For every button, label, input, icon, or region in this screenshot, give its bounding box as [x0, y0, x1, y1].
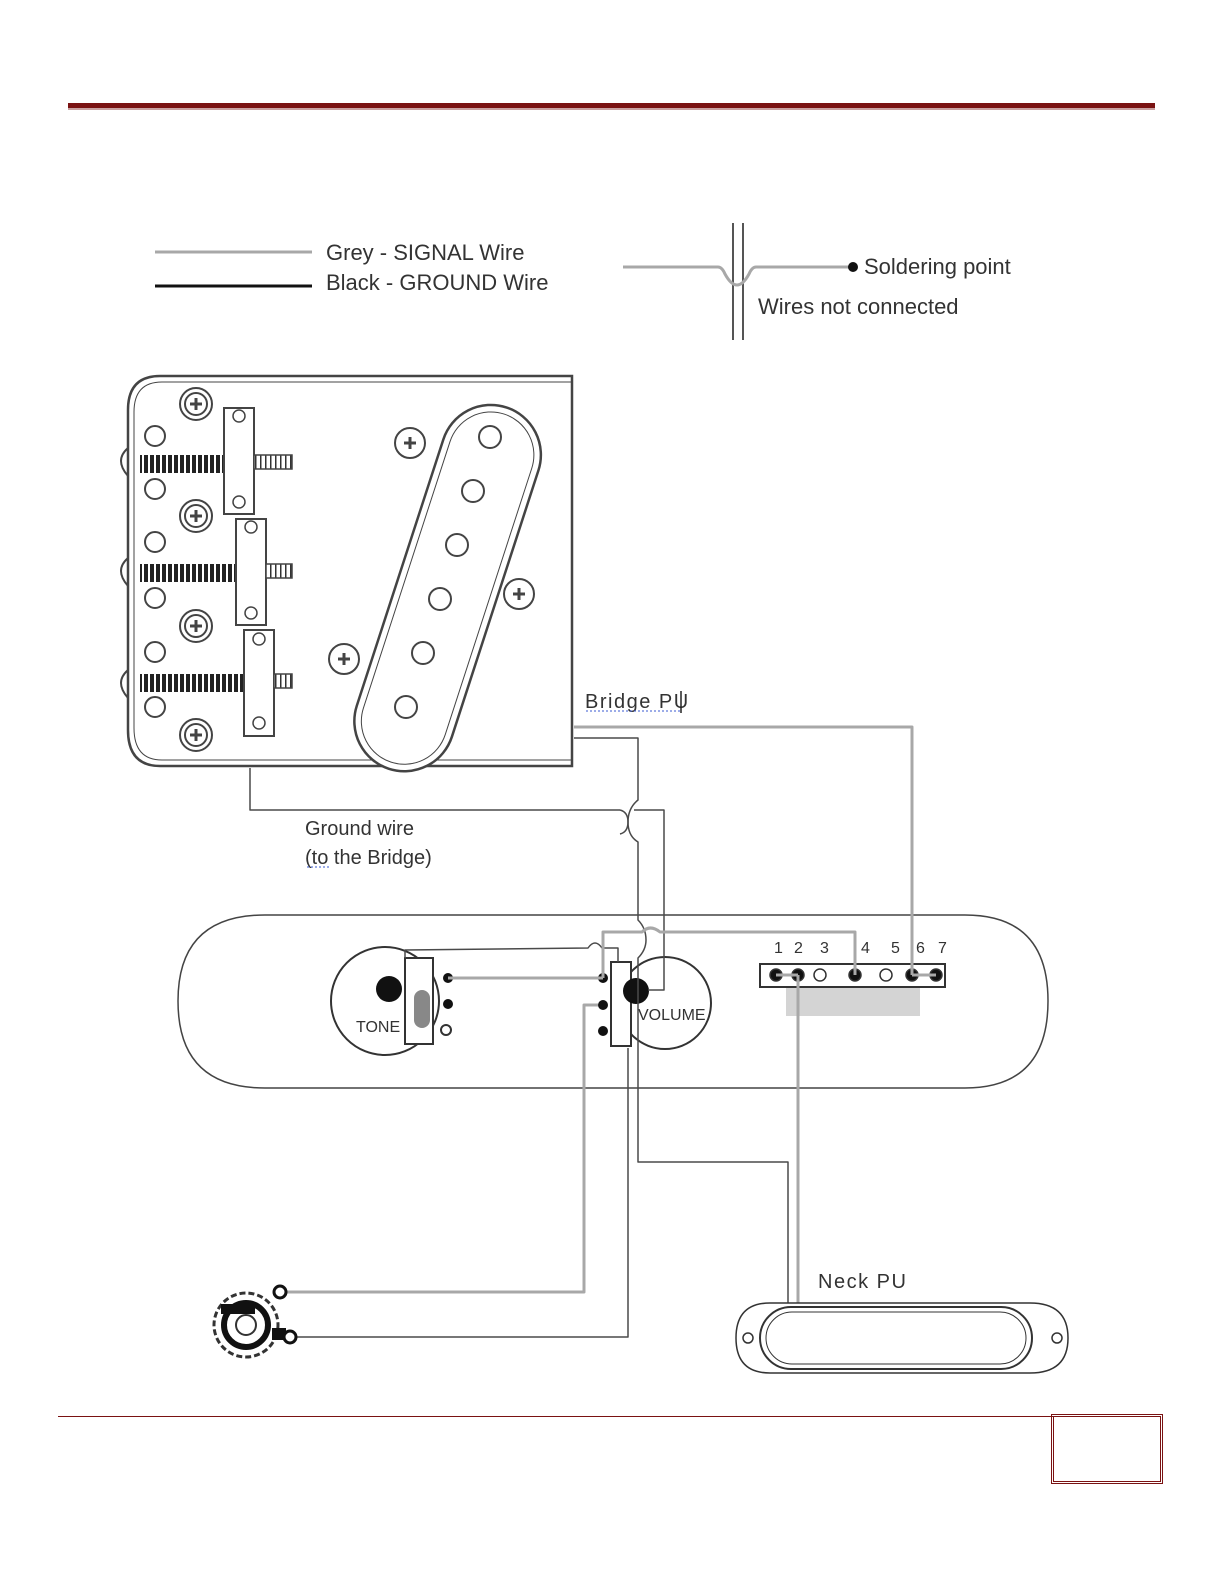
legend: Grey - SIGNAL Wire Black - GROUND Wire S…	[155, 223, 1011, 340]
ground-wire-jack	[292, 1048, 628, 1337]
neck-pickup-mount-hole	[1052, 1333, 1062, 1343]
jack-tip-terminal	[274, 1286, 286, 1298]
tone-capacitor	[414, 990, 430, 1028]
saddle-screw-2	[266, 564, 292, 578]
tone-label: TONE	[356, 1019, 400, 1036]
saddle-screw-3	[274, 674, 292, 688]
switch-terminal-5	[880, 969, 892, 981]
soldering-point-label: Soldering point	[864, 254, 1011, 279]
saddle-spring-1	[140, 455, 224, 473]
bridge-pu-label: Bridge PU	[585, 691, 690, 713]
soldering-point-dot	[848, 262, 858, 272]
jack-socket	[236, 1315, 256, 1335]
volume-lug-2	[598, 1000, 608, 1010]
tone-lug-2	[443, 999, 453, 1009]
volume-pot-solder-blob	[623, 978, 649, 1004]
tone-pot-solder-blob	[376, 976, 402, 1002]
ground-wire-label: Black - GROUND Wire	[326, 270, 548, 295]
saddle-1	[224, 408, 254, 514]
switch-terminal-number: 5	[891, 940, 900, 957]
neck-pickup-cover	[760, 1307, 1032, 1369]
wires-not-connected-label: Wires not connected	[758, 294, 959, 319]
signal-wire-label: Grey - SIGNAL Wire	[326, 240, 524, 265]
jack-sleeve-terminal	[284, 1331, 296, 1343]
switch-terminal-number: 1	[774, 940, 783, 957]
volume-label: VOLUME	[638, 1007, 706, 1024]
tone-lug-3	[441, 1025, 451, 1035]
volume-pot: VOLUME	[598, 957, 711, 1049]
volume-pot-lugs	[611, 962, 631, 1046]
volume-lug-3	[598, 1026, 608, 1036]
saddle-3	[244, 630, 274, 736]
neck-pickup	[736, 1303, 1068, 1373]
saddle-spring-2	[140, 564, 238, 582]
switch-terminal-number: 6	[916, 940, 925, 957]
ground-wire-hop	[620, 810, 628, 834]
switch-terminal-number: 7	[938, 940, 947, 957]
ground-wire-bridge	[250, 768, 620, 810]
bridge-plate	[121, 376, 572, 784]
output-jack	[214, 1286, 296, 1357]
saddle-spring-3	[140, 674, 244, 692]
crossing-wire-hop	[623, 267, 852, 285]
neck-pickup-mount-hole	[743, 1333, 753, 1343]
ground-wire-label-line1: Ground wire	[305, 818, 414, 840]
switch-lever-plate	[786, 988, 920, 1016]
footer-rule	[58, 1416, 1058, 1417]
saddle-2	[236, 519, 266, 625]
page-number-box	[1051, 1414, 1163, 1484]
switch-terminal-3	[814, 969, 826, 981]
jack-tip-lug	[221, 1304, 255, 1314]
neck-pu-label: Neck PU	[818, 1271, 907, 1293]
switch-terminal-number: 2	[794, 940, 803, 957]
switch-terminal-number: 4	[861, 940, 870, 957]
switch-terminal-number: 3	[820, 940, 829, 957]
ground-wire-label-line2: (to the Bridge)	[305, 847, 432, 869]
saddle-screw-1	[254, 455, 292, 469]
